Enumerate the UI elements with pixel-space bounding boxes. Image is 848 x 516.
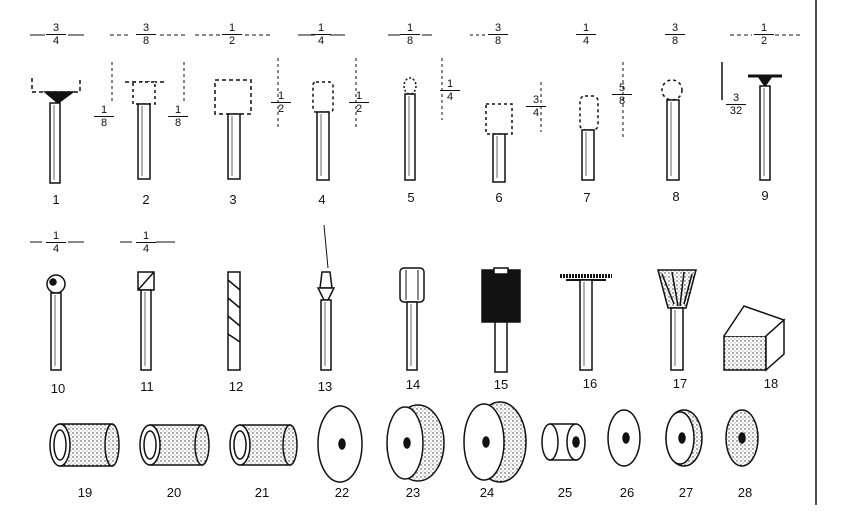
- tool-26: [607, 409, 641, 467]
- tool-23: [386, 404, 445, 482]
- tool-8: [661, 79, 683, 181]
- tool-25-number: 25: [557, 485, 573, 500]
- tool-5: [403, 58, 443, 181]
- tool-17: [657, 269, 697, 371]
- tool-12: [227, 271, 241, 371]
- tool-14-number: 14: [405, 377, 421, 392]
- tool-7-number: 7: [583, 190, 591, 205]
- tool-15: [481, 267, 521, 373]
- tool-22: [317, 405, 363, 483]
- tool-13: [316, 271, 336, 371]
- tool-6: [485, 82, 542, 183]
- tool-17-number: 17: [672, 376, 688, 391]
- tool-11: [137, 271, 155, 371]
- tool-3: [214, 58, 279, 180]
- tool-11-number: 11: [140, 379, 154, 394]
- tool-4-number: 4: [318, 192, 326, 207]
- tool-10: [46, 274, 66, 371]
- tool-24-number: 24: [479, 485, 495, 500]
- tool-20: [139, 424, 210, 466]
- tool-27-number: 27: [678, 485, 694, 500]
- tool-1: [31, 78, 81, 184]
- tool-14: [399, 267, 425, 371]
- tool-8-number: 8: [672, 189, 680, 204]
- tool-19: [49, 423, 120, 467]
- tool-28: [725, 409, 759, 467]
- tool-28-number: 28: [737, 485, 753, 500]
- tool-25: [541, 423, 586, 461]
- tool-21-number: 21: [254, 485, 270, 500]
- tool-7: [579, 62, 624, 181]
- tool-5-number: 5: [407, 190, 415, 205]
- tool-1-number: 1: [52, 192, 60, 207]
- tool-4: [312, 58, 357, 181]
- tool-9: [721, 62, 782, 181]
- tool-19-number: 19: [77, 485, 93, 500]
- tool-18-number: 18: [763, 376, 779, 391]
- tool-21: [229, 424, 298, 466]
- tool-2-number: 2: [142, 192, 150, 207]
- tool-15-number: 15: [493, 377, 509, 392]
- tool-18: [723, 305, 786, 372]
- tool-16-number: 16: [582, 376, 598, 391]
- tool-6-number: 6: [495, 190, 503, 205]
- tool-20-number: 20: [166, 485, 182, 500]
- tool-22-number: 22: [334, 485, 350, 500]
- tool-23-number: 23: [405, 485, 421, 500]
- tool-3-number: 3: [229, 192, 237, 207]
- row2-dimension-lines: [30, 224, 329, 269]
- tool-9-number: 9: [761, 188, 769, 203]
- tool-13-number: 13: [317, 379, 333, 394]
- tool-27: [665, 409, 703, 467]
- tool-26-number: 26: [619, 485, 635, 500]
- tool-24: [463, 401, 527, 483]
- tool-10-number: 10: [50, 381, 66, 396]
- tool-2: [111, 62, 185, 180]
- tool-16: [560, 274, 612, 371]
- tool-12-number: 12: [228, 379, 244, 394]
